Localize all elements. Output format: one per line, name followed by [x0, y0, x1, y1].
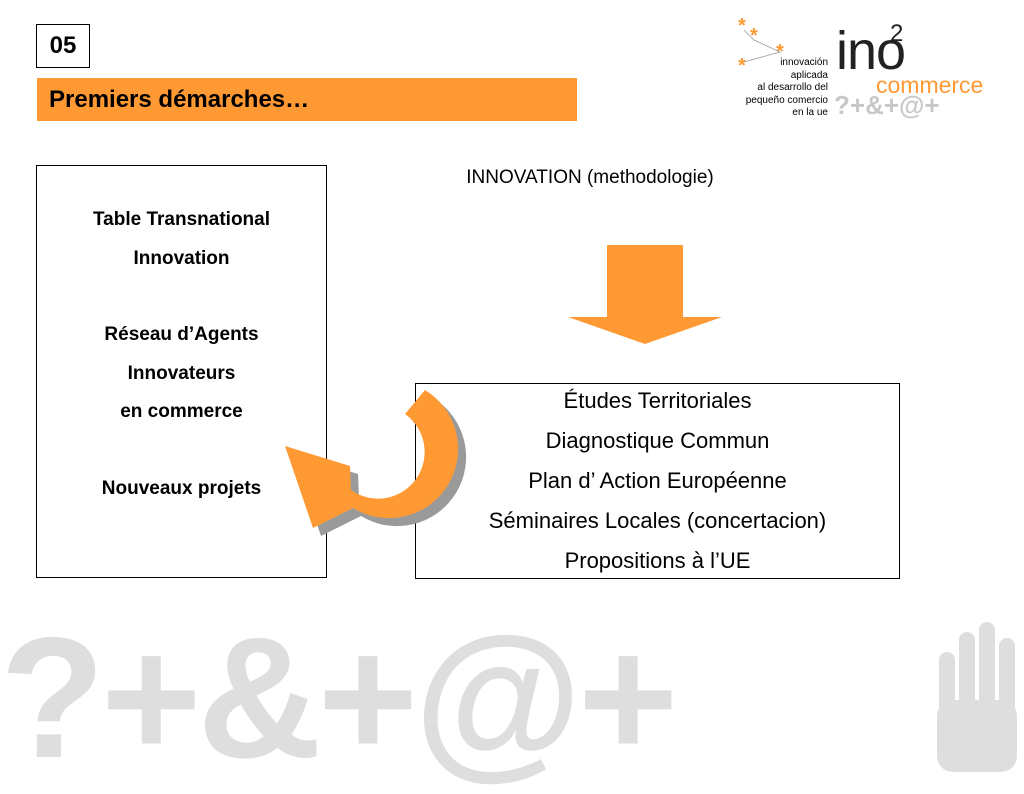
left-box-line: en commerce: [120, 401, 243, 422]
curved-arrow-icon: [285, 390, 467, 536]
right-box-item: Plan d’ Action Européenne: [528, 468, 787, 493]
logo-brand-sub: commerce: [876, 72, 984, 98]
left-box-line: Réseau d’Agents: [104, 324, 259, 345]
logo-brand-superscript: 2: [890, 20, 904, 47]
left-box: Table Transnational Innovation Réseau d’…: [36, 165, 327, 578]
right-box-item: Séminaires Locales (concertacion): [488, 508, 827, 533]
watermark-symbols: ?+&+@+: [0, 602, 678, 794]
logo-symbols: ?+&+@+: [834, 90, 940, 120]
logo: * * * * innovación aplicada al desarroll…: [726, 12, 1016, 122]
down-arrow-icon: [568, 245, 722, 344]
logo-brand: ino: [836, 21, 906, 81]
slide-title: Premiers démarches…: [49, 85, 310, 113]
star-icon: *: [738, 15, 746, 37]
title-bar: Premiers démarches…: [37, 78, 577, 121]
innovation-label: INNOVATION (methodologie): [466, 167, 714, 188]
left-box-line: Innovation: [133, 248, 230, 269]
right-box: Études Territoriales Diagnostique Commun…: [415, 383, 900, 579]
star-icon: *: [738, 55, 746, 77]
constellation-lines-icon: [743, 29, 782, 63]
logo-tagline: innovación aplicada al desarrollo del pe…: [745, 57, 828, 118]
right-box-item: Propositions à l’UE: [564, 548, 751, 573]
hand-icon: [937, 622, 1017, 772]
star-icon: *: [750, 25, 758, 47]
right-box-item: Diagnostique Commun: [545, 428, 770, 453]
left-box-line: Innovateurs: [127, 363, 236, 384]
left-box-line: Table Transnational: [92, 209, 271, 230]
slide-number: 05: [36, 24, 90, 68]
left-box-line: Nouveaux projets: [101, 478, 262, 499]
right-box-item: Études Territoriales: [563, 388, 752, 413]
